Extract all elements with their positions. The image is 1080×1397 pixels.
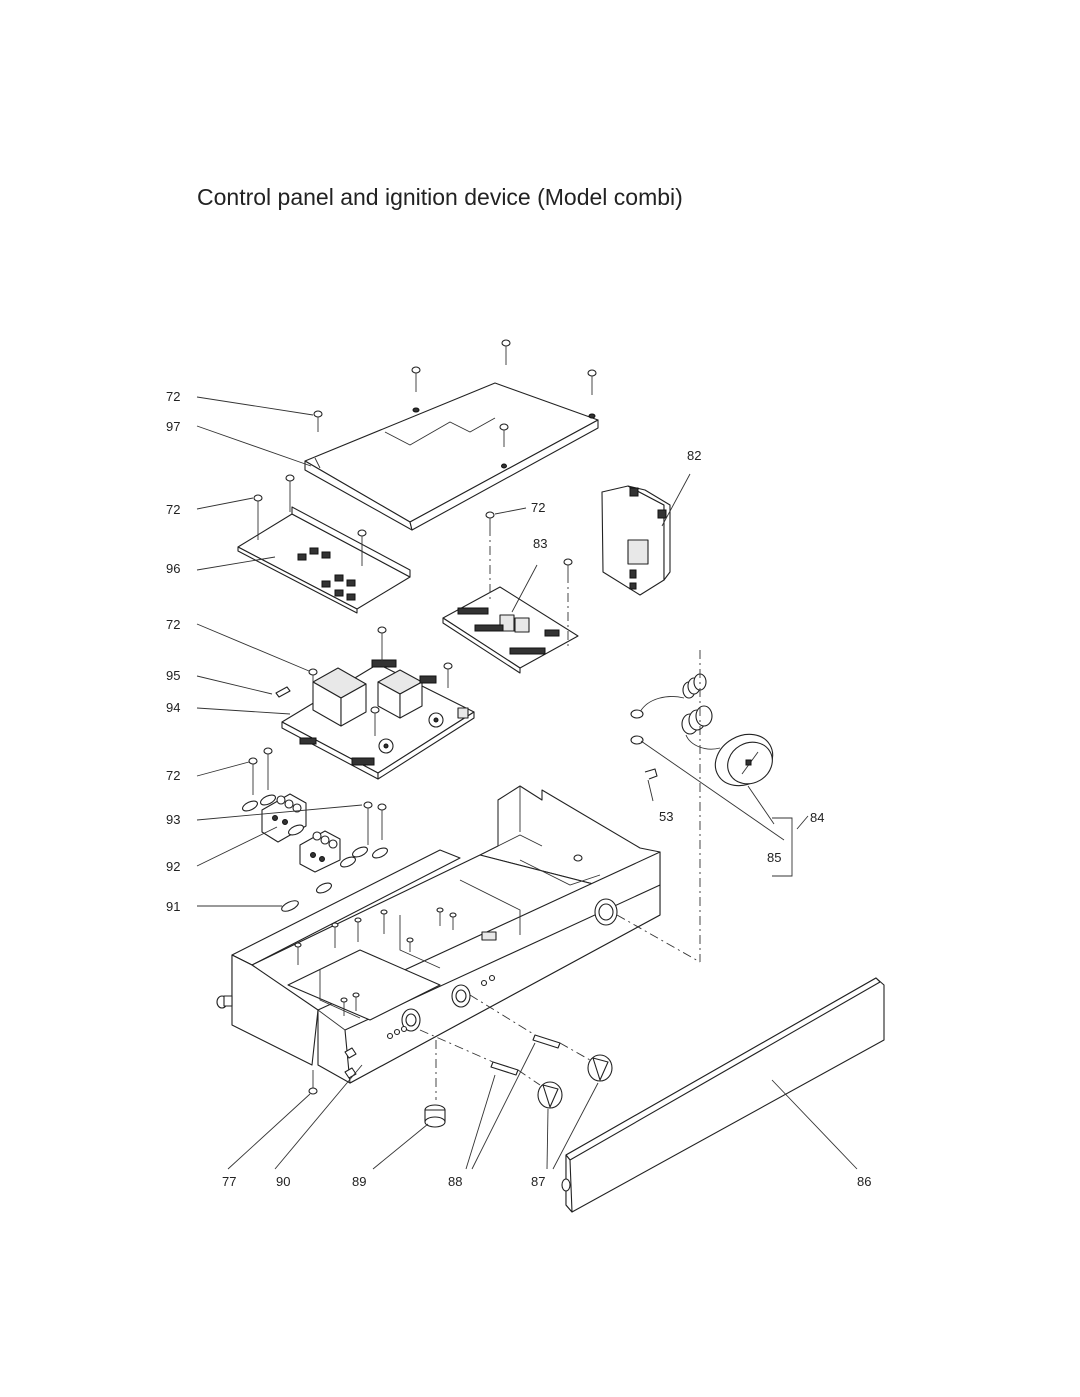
screw-icon	[313, 410, 323, 432]
assembly-lines	[616, 650, 701, 963]
screw-icon	[443, 662, 453, 688]
part-87-knobs	[537, 1054, 613, 1109]
screws-72-terminals	[248, 747, 387, 845]
knob-icon	[587, 1054, 613, 1082]
screw-icon	[370, 706, 380, 736]
part-77-screw	[308, 1070, 318, 1095]
knob-hole-icon	[401, 1008, 421, 1032]
part-83-relay-board	[442, 586, 579, 674]
part-91-cable-clamps	[242, 794, 388, 912]
screw-icon	[411, 366, 421, 392]
callout-93: 93	[166, 812, 180, 827]
part-90-control-box	[216, 785, 661, 1084]
callout-92: 92	[166, 859, 180, 874]
screw-icon	[263, 747, 273, 790]
callout-89: 89	[352, 1174, 366, 1189]
callout-72: 72	[166, 389, 180, 404]
hinge-knob-icon	[216, 995, 233, 1009]
part-89-push-button	[424, 1040, 446, 1128]
screw-icon	[501, 339, 511, 365]
standoff-icon	[406, 937, 414, 952]
part-95-fuse	[275, 686, 291, 698]
potentiometer-icon	[378, 738, 394, 754]
screw-icon	[248, 757, 258, 795]
callout-labels: 72 97 72 96 72 95 94 72 93 92 91 82 72 8…	[166, 389, 871, 1189]
standoff-icon	[331, 922, 339, 948]
standoff-icon	[573, 854, 583, 862]
screws-72-main-pcb	[308, 626, 453, 736]
standoff-icon	[352, 992, 360, 1011]
screw-icon	[308, 668, 318, 690]
screw-icon	[285, 474, 295, 512]
screw-icon	[499, 423, 509, 447]
leader-lines	[196, 396, 858, 1170]
callout-91: 91	[166, 899, 180, 914]
screw-icon	[587, 369, 597, 395]
callout-96: 96	[166, 561, 180, 576]
callout-88: 88	[448, 1174, 462, 1189]
potentiometer-icon	[428, 712, 444, 728]
standoff-icon	[380, 909, 388, 934]
screws-72-top	[313, 339, 597, 469]
screws-72-display	[253, 474, 367, 566]
standoff-icon	[354, 917, 362, 942]
callout-87: 87	[531, 1174, 545, 1189]
callout-86: 86	[857, 1174, 871, 1189]
part-84-pressure-gauge	[639, 673, 774, 787]
callout-72: 72	[531, 500, 545, 515]
page-title: Control panel and ignition device (Model…	[197, 184, 683, 210]
part-93-terminal-block	[261, 793, 341, 873]
part-97-top-cover	[304, 382, 599, 531]
standoff-icon	[294, 942, 302, 965]
callout-53: 53	[659, 809, 673, 824]
callout-95: 95	[166, 668, 180, 683]
callout-84: 84	[810, 810, 824, 825]
callout-72: 72	[166, 617, 180, 632]
knob-hole-icon	[594, 898, 618, 926]
screw-icon	[253, 494, 263, 540]
part-88-spindles	[419, 994, 591, 1086]
screw-icon	[357, 529, 367, 566]
screw-icon	[377, 803, 387, 840]
callout-85: 85	[767, 850, 781, 865]
callout-72: 72	[166, 502, 180, 517]
part-94-main-pcb	[281, 659, 475, 780]
standoff-icon	[340, 997, 348, 1016]
screws-72-relay	[485, 511, 573, 646]
knob-icon	[537, 1081, 563, 1109]
part-82-ignition-device	[601, 485, 671, 596]
callout-90: 90	[276, 1174, 290, 1189]
callout-77: 77	[222, 1174, 236, 1189]
callout-97: 97	[166, 419, 180, 434]
part-53-clip	[644, 768, 658, 780]
hex-nut-icon	[344, 1047, 357, 1059]
callout-82: 82	[687, 448, 701, 463]
screw-icon	[377, 626, 387, 662]
standoff-icon	[436, 907, 444, 926]
callout-94: 94	[166, 700, 180, 715]
standoff-icon	[449, 912, 457, 930]
screw-icon	[363, 801, 373, 845]
callout-72: 72	[166, 768, 180, 783]
screw-icon	[485, 511, 495, 527]
screw-icon	[563, 558, 573, 574]
part-96-display-board	[237, 506, 411, 614]
capillary-coil-icon	[681, 673, 713, 735]
part-86-front-flap	[561, 977, 885, 1213]
knob-hole-icon	[451, 984, 471, 1008]
callout-83: 83	[533, 536, 547, 551]
part-85-connector-nut	[630, 709, 644, 745]
